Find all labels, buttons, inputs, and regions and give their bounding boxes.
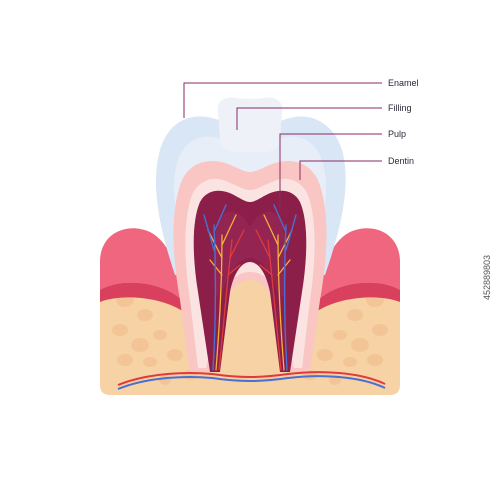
dentin-leader <box>299 160 382 180</box>
gum-left <box>100 228 182 300</box>
stock-id: 452889803 <box>482 254 492 300</box>
jaw-vein <box>117 375 386 390</box>
pulp-label: Pulp <box>388 129 406 139</box>
jaw-artery <box>117 371 386 386</box>
filling <box>217 97 283 152</box>
enamel-leader <box>183 82 382 118</box>
bone-cell-texture <box>112 293 388 385</box>
pulp-leader <box>279 133 382 210</box>
pulp-vessels <box>203 204 297 371</box>
pulp-highlight <box>213 211 287 300</box>
artery-right <box>255 229 282 371</box>
vein <box>203 204 227 371</box>
gum-left-shadow <box>100 282 184 312</box>
dentin-label: Dentin <box>388 156 414 166</box>
jaw-vessels <box>117 371 386 390</box>
filling-leader <box>236 107 382 130</box>
leader-lines <box>183 82 382 210</box>
vein-right <box>273 204 297 371</box>
filling-label: Filling <box>388 103 412 113</box>
enamel-label: Enamel <box>388 78 419 88</box>
artery <box>218 229 245 371</box>
gum-right-shadow <box>316 282 400 312</box>
gum-right <box>318 228 400 300</box>
